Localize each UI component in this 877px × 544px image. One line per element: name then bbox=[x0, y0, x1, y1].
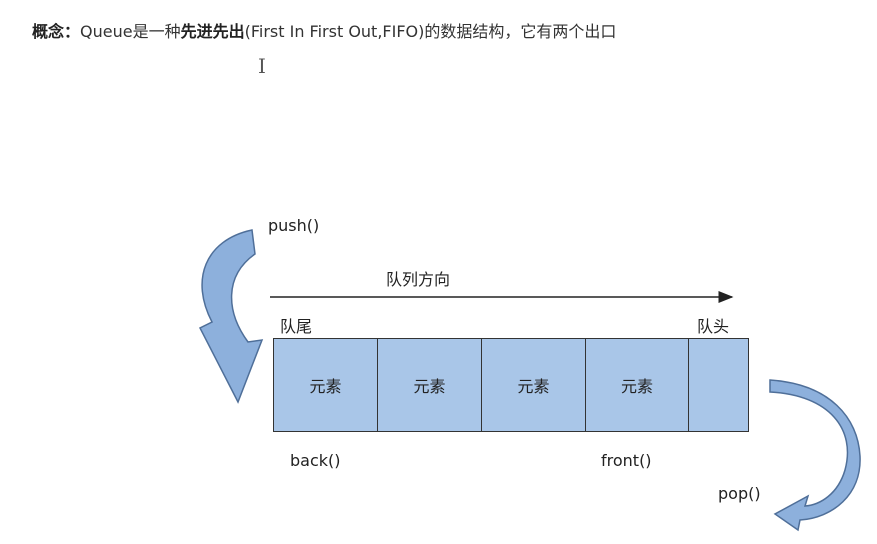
concept-emphasis: 先进先出 bbox=[180, 22, 245, 41]
queue-cell: 元素 bbox=[586, 339, 689, 431]
text-cursor-icon: I bbox=[258, 54, 266, 78]
queue-box: 元素 元素 元素 元素 bbox=[273, 338, 749, 432]
concept-text-before: Queue是一种 bbox=[80, 22, 181, 41]
queue-cell bbox=[689, 339, 748, 431]
pop-label: pop() bbox=[718, 484, 761, 503]
queue-cell: 元素 bbox=[274, 339, 378, 431]
concept-line: 概念：Queue是一种先进先出(First In First Out,FIFO)… bbox=[32, 18, 616, 42]
queue-direction-label: 队列方向 bbox=[386, 270, 451, 289]
concept-text-after: (First In First Out,FIFO)的数据结构，它有两个出口 bbox=[244, 22, 617, 41]
queue-tail-label: 队尾 bbox=[280, 317, 313, 336]
front-label: front() bbox=[601, 451, 652, 470]
queue-head-label: 队头 bbox=[697, 317, 730, 336]
push-arrow-icon bbox=[198, 229, 264, 404]
queue-cell: 元素 bbox=[482, 339, 586, 431]
pop-arrow-icon bbox=[769, 379, 861, 532]
concept-label: 概念： bbox=[32, 22, 81, 41]
push-label: push() bbox=[268, 216, 320, 235]
queue-cell: 元素 bbox=[378, 339, 482, 431]
back-label: back() bbox=[290, 451, 341, 470]
